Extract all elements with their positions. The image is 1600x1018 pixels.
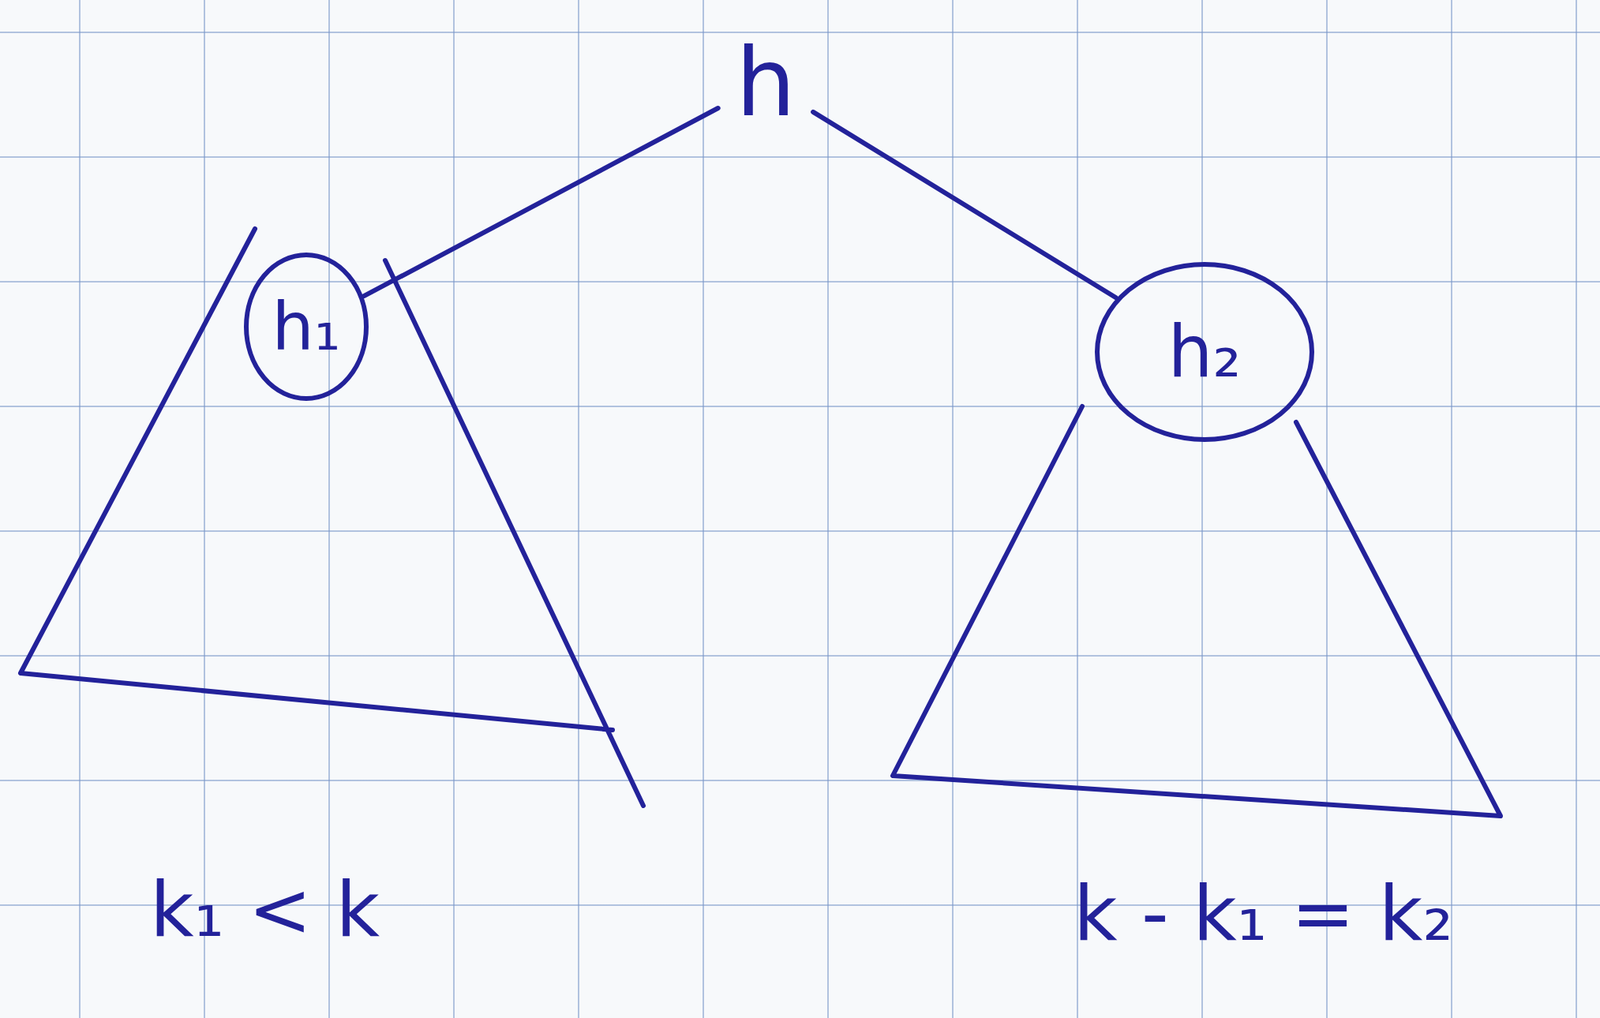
left-subtree bbox=[20, 228, 644, 806]
tree-edge bbox=[363, 108, 719, 297]
subtree-size-note: k₁ < k bbox=[149, 872, 380, 949]
root-node: h bbox=[722, 27, 810, 139]
right-subtree bbox=[892, 406, 1501, 817]
node-circle bbox=[246, 254, 367, 399]
node-label: h₁ bbox=[272, 293, 341, 360]
node-label: h₂ bbox=[1167, 316, 1241, 388]
tree-node: h₁ bbox=[243, 251, 370, 402]
node-circle bbox=[1097, 264, 1312, 440]
subtree-size-note: k - k₁ = k₂ bbox=[1073, 876, 1454, 952]
tree-node: h₂ bbox=[1094, 261, 1316, 443]
node-label: h bbox=[735, 35, 796, 131]
tree-edge bbox=[813, 112, 1117, 298]
